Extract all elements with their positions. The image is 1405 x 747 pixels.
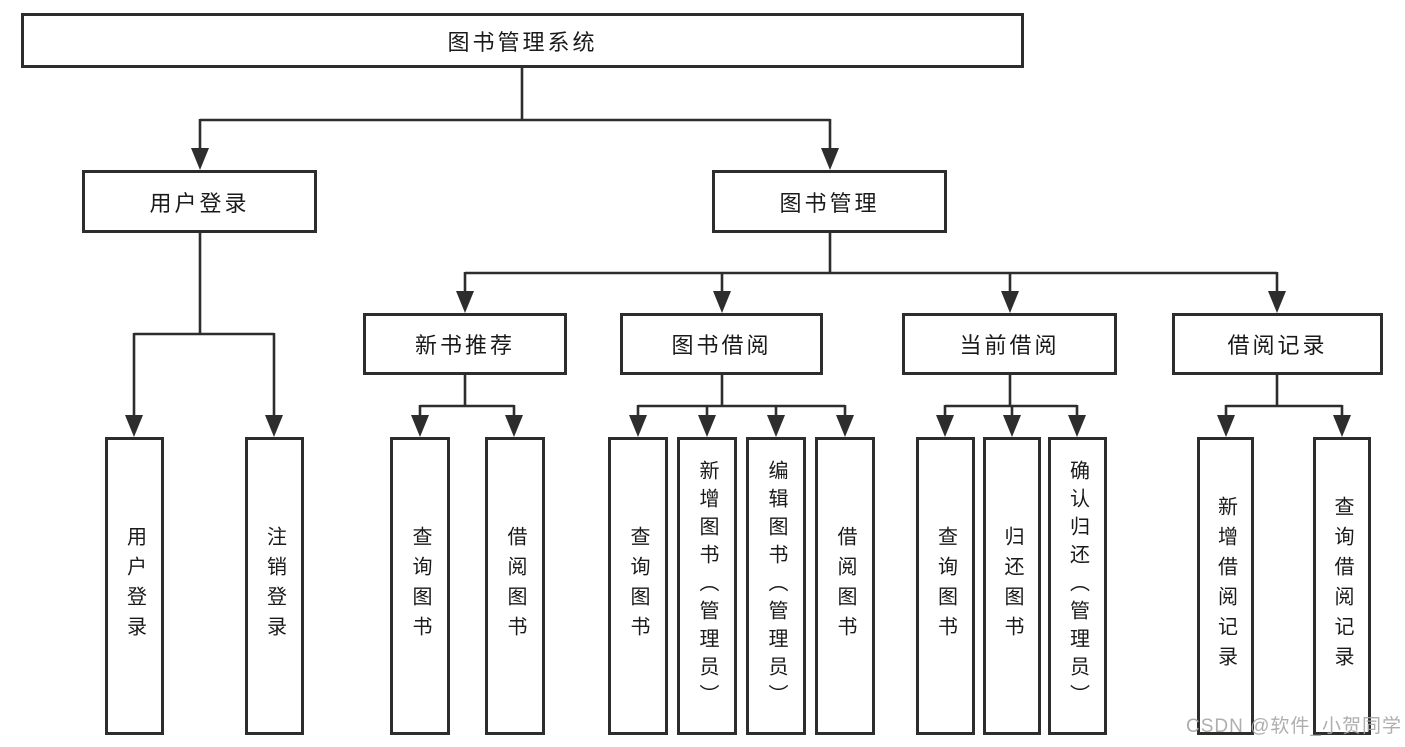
leaf-logout: 注销登录: [245, 437, 304, 735]
leaf-query-books-borrowing: 查询图书: [608, 437, 668, 735]
arrowheads: [125, 148, 1351, 437]
leaf-add-books-admin: 新增图书（管理员）: [677, 437, 737, 735]
node-user-login: 用户登录: [82, 170, 317, 233]
leaf-borrow-books-borrowing: 借阅图书: [815, 437, 875, 735]
node-book-borrowing: 图书借阅: [620, 313, 823, 375]
node-borrowing-records: 借阅记录: [1172, 313, 1383, 375]
leaf-confirm-return-admin: 确认归还（管理员）: [1048, 437, 1107, 735]
node-new-book-recommendation: 新书推荐: [363, 313, 567, 375]
leaf-query-books-current: 查询图书: [916, 437, 975, 735]
watermark: CSDN @软件_小贺同学: [1186, 716, 1402, 737]
leaf-return-books: 归还图书: [983, 437, 1041, 735]
leaf-query-books-recommend: 查询图书: [390, 437, 450, 735]
node-book-management: 图书管理: [712, 170, 947, 233]
leaf-user-login: 用户登录: [105, 437, 164, 735]
leaf-query-borrow-record: 查询借阅记录: [1313, 437, 1371, 735]
node-current-borrowing: 当前借阅: [902, 313, 1117, 375]
leaf-add-borrow-record: 新增借阅记录: [1197, 437, 1254, 735]
node-library-management-system: 图书管理系统: [21, 13, 1024, 68]
leaf-edit-books-admin: 编辑图书（管理员）: [746, 437, 806, 735]
leaf-borrow-books-recommend: 借阅图书: [485, 437, 545, 735]
